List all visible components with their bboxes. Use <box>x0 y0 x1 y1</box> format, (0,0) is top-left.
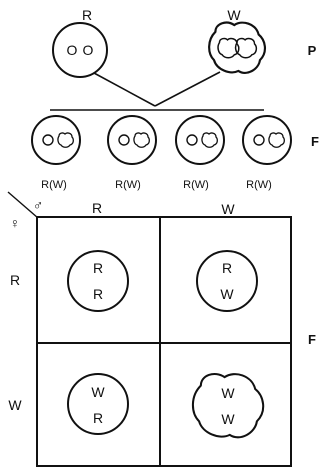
male-symbol: ♂ <box>33 197 44 213</box>
f1-seed-4 <box>242 115 292 165</box>
cell-1-bottom-allele: R <box>93 286 103 302</box>
cell-3-bottom-allele: R <box>93 410 103 426</box>
row-header-1: R <box>10 272 20 288</box>
row-header-2: W <box>8 397 22 413</box>
punnett-cell-rw: R W <box>196 250 258 312</box>
cross-line-right <box>154 71 221 107</box>
generation-label-f1: F <box>311 134 319 149</box>
cell-1-top-allele: R <box>93 260 103 276</box>
female-symbol: ♀ <box>10 215 21 231</box>
generation-label-f2: F <box>308 332 316 347</box>
parent-r-allele-1: O <box>67 42 78 58</box>
col-header-1: R <box>92 200 102 216</box>
punnett-cell-rr: R R <box>67 250 129 312</box>
parent-w-seed-wrinkled <box>208 21 267 74</box>
parent-w-label: W <box>227 7 241 23</box>
cross-line-left <box>93 72 156 107</box>
punnett-corner-diagonal <box>7 191 39 219</box>
wrinkled-seed-outline <box>191 372 265 439</box>
cell-4-bottom-allele: W <box>221 411 235 427</box>
f1-seed-3 <box>175 115 225 165</box>
punnett-cell-wr: W R <box>67 373 129 435</box>
cell-2-bottom-allele: W <box>220 286 234 302</box>
cell-3-top-allele: W <box>91 384 105 400</box>
cell-2-top-allele: R <box>222 260 232 276</box>
f1-seed-2 <box>107 115 157 165</box>
f1-label-3: R(W) <box>183 179 209 191</box>
parent-r-allele-2: O <box>83 42 94 58</box>
generation-label-p: P <box>308 43 317 58</box>
parent-r-label: R <box>82 7 92 23</box>
f1-label-1: R(W) <box>41 179 67 191</box>
parent-r-seed: O O <box>52 22 108 78</box>
f1-label-4: R(W) <box>246 179 272 191</box>
punnett-cell-ww: W W <box>191 372 265 439</box>
f1-label-2: R(W) <box>115 179 141 191</box>
f1-seed-1 <box>31 115 81 165</box>
cell-4-top-allele: W <box>221 385 235 401</box>
punnett-grid <box>36 216 292 467</box>
col-header-2: W <box>221 201 235 217</box>
